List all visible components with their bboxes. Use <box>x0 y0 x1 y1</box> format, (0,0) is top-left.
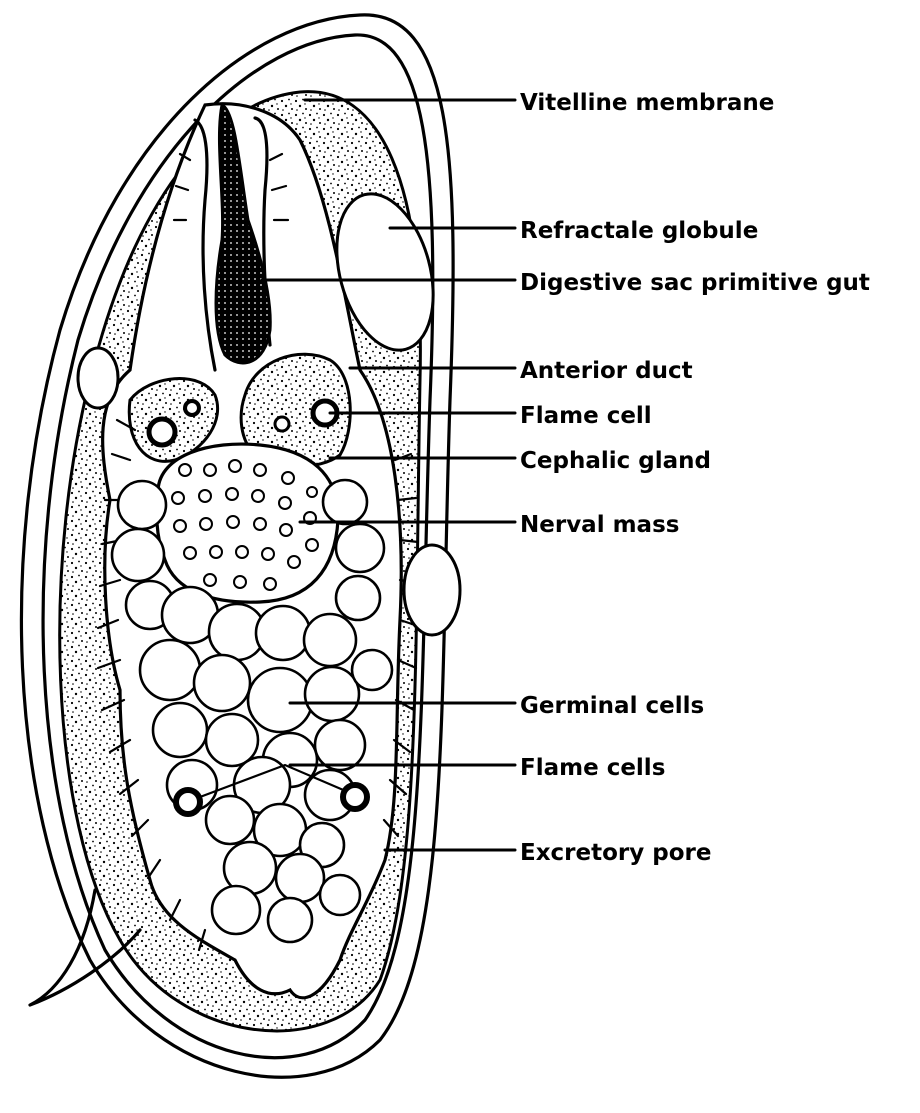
label-anterior-duct: Anterior duct <box>520 358 693 384</box>
label-flame-cell: Flame cell <box>520 403 652 429</box>
label-excretory-pore: Excretory pore <box>520 840 711 866</box>
label-flame-cells: Flame cells <box>520 755 665 781</box>
label-germinal-cells: Germinal cells <box>520 693 704 719</box>
label-digestive-sac: Digestive sac primitive gut <box>520 270 870 296</box>
label-refractale-globule: Refractale globule <box>520 218 758 244</box>
label-vitelline-membrane: Vitelline membrane <box>520 90 774 116</box>
label-cephalic-gland: Cephalic gland <box>520 448 711 474</box>
label-nerval-mass: Nerval mass <box>520 512 679 538</box>
